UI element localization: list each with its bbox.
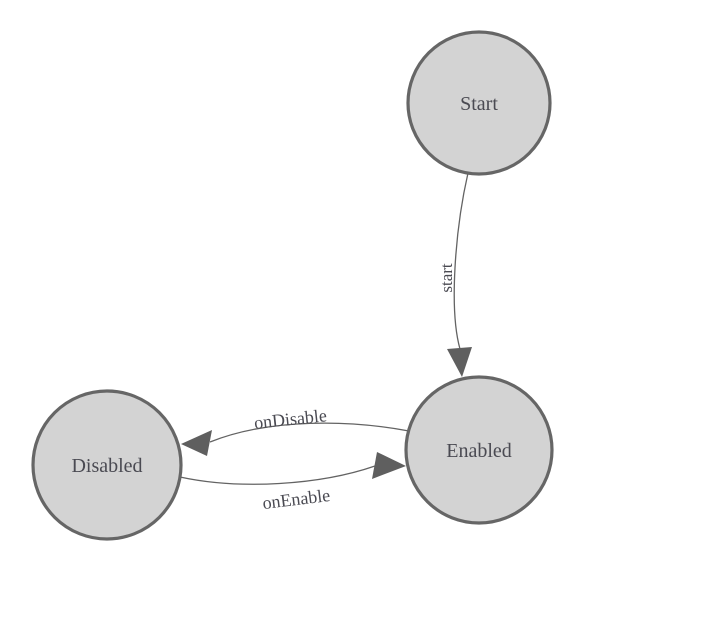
transition-line <box>209 422 410 443</box>
transition-start-to-enabled: start <box>437 172 472 377</box>
arrowhead-icon <box>181 430 212 456</box>
state-circle <box>31 389 183 541</box>
state-label-disabled: Disabled <box>71 455 142 477</box>
transition-label-start: start <box>437 263 456 293</box>
transition-enabled-to-disabled: onDisable <box>181 405 410 456</box>
state-circle <box>404 375 554 525</box>
state-label-start: Start <box>460 93 498 115</box>
arrowhead-icon <box>447 347 472 377</box>
transition-label-onenable: onEnable <box>261 485 331 513</box>
state-label-enabled: Enabled <box>446 440 512 462</box>
arrowhead-icon <box>372 452 406 479</box>
state-node-start: Start <box>406 30 552 176</box>
transition-line <box>179 465 376 485</box>
state-circle <box>406 30 552 176</box>
transition-label-ondisable: onDisable <box>253 405 328 433</box>
transition-disabled-to-enabled: onEnable <box>179 452 406 513</box>
state-node-enabled: Enabled <box>404 375 554 525</box>
transition-line <box>453 172 469 350</box>
state-node-disabled: Disabled <box>31 389 183 541</box>
